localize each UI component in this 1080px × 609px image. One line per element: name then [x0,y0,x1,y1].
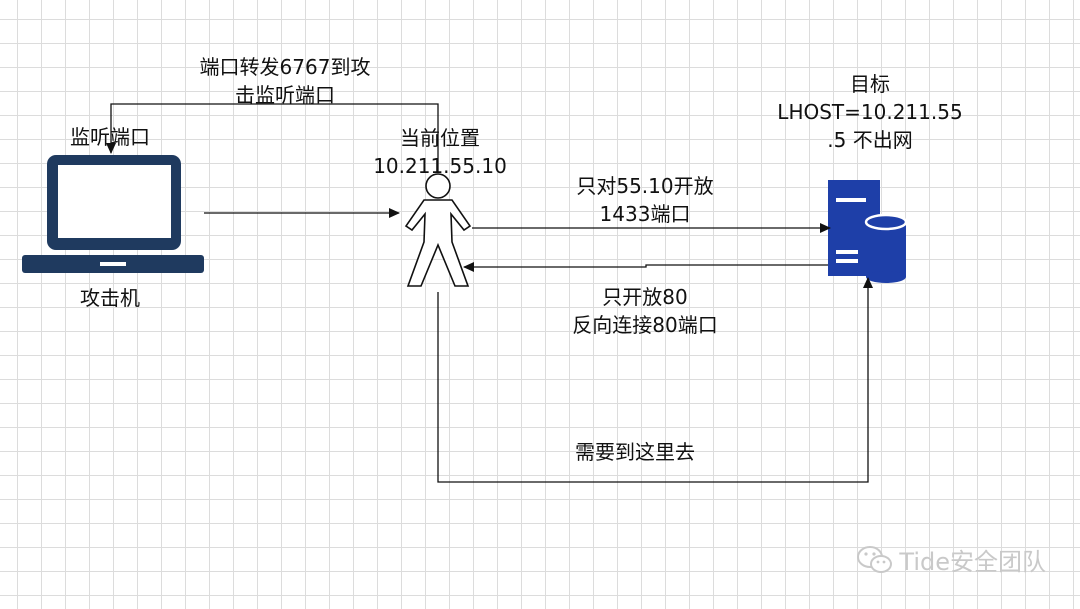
current-position-label: 当前位置 10.211.55.10 [373,126,507,178]
listen-port-label: 监听端口 [70,125,150,149]
need-to-go-label: 需要到这里去 [575,440,695,464]
person-icon [404,173,472,287]
port-forward-label: 端口转发6767到攻 击监听端口 [199,55,371,107]
target-label: 目标 LHOST=10.211.55 .5 不出网 [777,72,963,152]
watermark-text: Tide安全团队 [899,548,1046,576]
reverse-connect-label: 只开放80 反向连接80端口 [572,285,718,337]
watermark: Tide安全团队 [857,542,1046,577]
server-database-icon [828,180,908,283]
only-open-to-label: 只对55.10开放 1433端口 [576,174,714,226]
wechat-icon [857,545,893,573]
attacker-label: 攻击机 [80,286,140,310]
laptop-icon [22,155,204,273]
arrow-port-forward [106,103,439,172]
arrow-target-reverse [463,262,828,272]
arrow-need-to-go [437,277,873,483]
connectors [106,103,873,483]
